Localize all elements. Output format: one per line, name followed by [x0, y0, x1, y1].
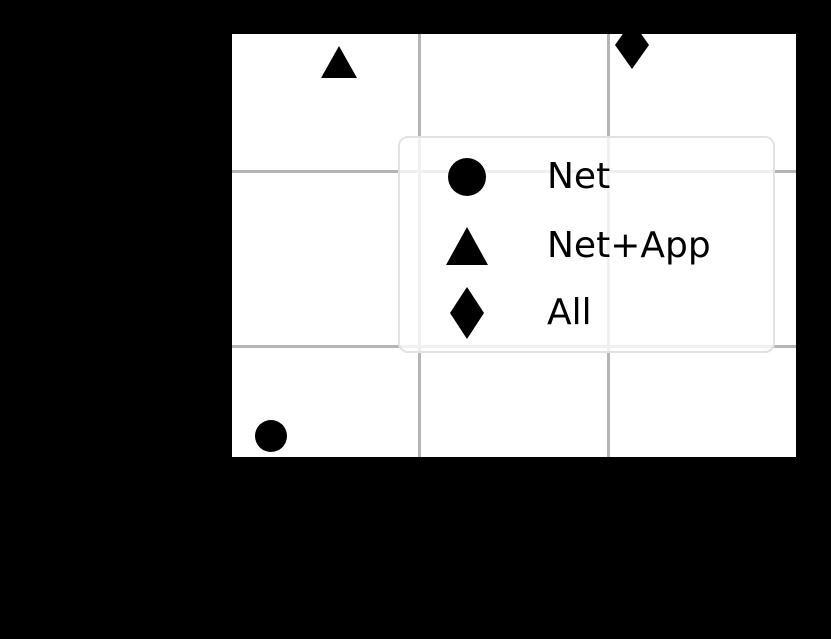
data-point-all[interactable] — [615, 34, 649, 69]
legend-label-net-app: Net+App — [547, 225, 711, 266]
triangle-marker-icon — [445, 218, 489, 274]
data-point-net-app[interactable] — [321, 46, 357, 78]
legend-label-net: Net — [547, 156, 611, 197]
legend-entry-net-app[interactable]: Net+App — [400, 218, 773, 274]
circle-marker-icon — [445, 149, 489, 205]
legend-entry-all[interactable]: All — [400, 285, 773, 341]
data-point-net[interactable] — [255, 420, 287, 452]
legend-box[interactable]: Net Net+App All — [398, 136, 775, 353]
legend-label-all: All — [547, 292, 592, 333]
diamond-marker-icon — [445, 285, 489, 341]
legend-entry-net[interactable]: Net — [400, 149, 773, 205]
